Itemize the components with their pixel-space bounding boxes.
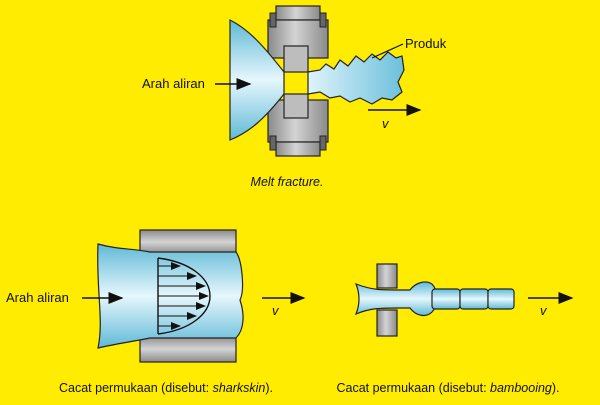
die-land-top xyxy=(283,45,309,73)
bambooing-diagram: v Cacat permukaan (disebut: bambooing). xyxy=(336,263,574,395)
die-plate-top xyxy=(376,263,398,289)
melt-fracture-diagram: Arah aliran Produk v Melt fracture. xyxy=(142,5,447,189)
die-plate-bottom xyxy=(376,309,398,337)
sharkskin-caption: Cacat permukaan (disebut: sharkskin). xyxy=(59,381,273,395)
bambooing-caption: Cacat permukaan (disebut: bambooing). xyxy=(336,381,559,395)
melt-fracture-caption: Melt fracture. xyxy=(251,175,324,189)
fractured-extrudate xyxy=(307,51,405,105)
bamboo-segment xyxy=(431,288,461,310)
extrudate-head xyxy=(354,281,438,317)
flow-direction-label-2: Arah aliran xyxy=(6,290,69,305)
velocity-label: v xyxy=(382,116,390,131)
melt-reservoir xyxy=(229,19,285,141)
die-wall-bottom xyxy=(139,335,237,363)
velocity-label-3: v xyxy=(540,303,548,318)
bamboo-segment xyxy=(459,288,489,310)
velocity-profile xyxy=(157,257,211,335)
product-label: Produk xyxy=(405,36,447,51)
sharkskin-diagram: Arah aliran v Cacat permukaan (disebut: … xyxy=(6,229,306,395)
product-leader-line xyxy=(371,43,404,59)
die-land-bottom xyxy=(283,93,309,119)
die-wall-top xyxy=(139,229,237,255)
flow-direction-label: Arah aliran xyxy=(142,76,205,91)
die-flange-top xyxy=(267,5,329,59)
velocity-label-2: v xyxy=(272,303,280,318)
bamboo-segment xyxy=(487,288,515,310)
